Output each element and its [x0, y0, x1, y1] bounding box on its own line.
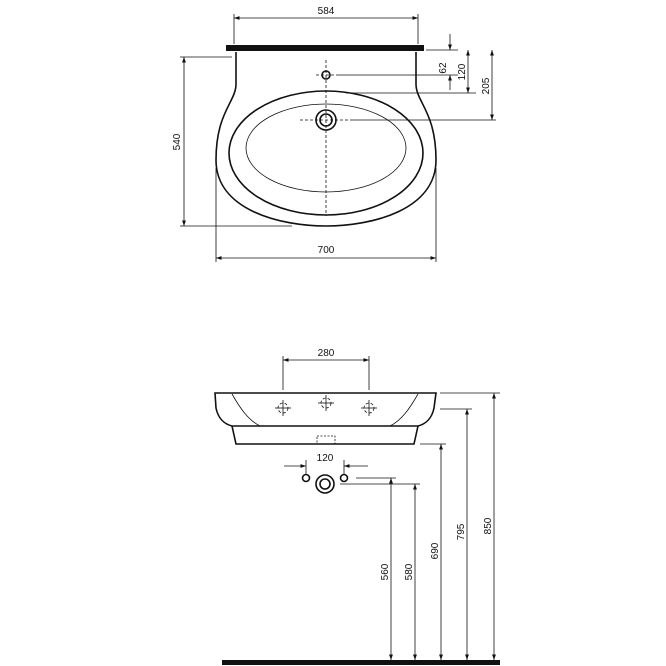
bowl-curve-right [389, 393, 419, 427]
dim-690-label: 690 [430, 542, 441, 559]
dim-560-label: 560 [380, 563, 391, 580]
tap-hole-right [361, 400, 377, 416]
supply-right [339, 473, 349, 483]
dim-540-label: 540 [172, 133, 183, 150]
dim-700-label: 700 [318, 245, 335, 256]
basin-outline [215, 52, 437, 227]
waste-outer [315, 474, 335, 494]
top-view: 584 540 700 62 120 205 [172, 6, 496, 262]
dim-205-label: 205 [481, 77, 492, 94]
dim-120-top-label: 120 [457, 63, 468, 80]
floor-line [222, 660, 500, 665]
dim-795-label: 795 [456, 523, 467, 540]
dim-120-bottom-label: 120 [317, 453, 334, 464]
dim-584-label: 584 [318, 6, 335, 17]
dim-280-label: 280 [318, 348, 335, 359]
drain-outlet [316, 435, 336, 445]
dim-62-label: 62 [438, 62, 449, 74]
tap-hole-left [275, 400, 291, 416]
front-view: 280 120 560 580 690 795 850 [214, 348, 500, 665]
supply-left [301, 473, 311, 483]
dim-580-label: 580 [404, 563, 415, 580]
bowl-curve-left [231, 393, 261, 427]
tap-hole-center [318, 395, 334, 411]
waste-inner [319, 478, 331, 490]
wall-plate [226, 45, 424, 51]
dim-850-label: 850 [483, 517, 494, 534]
basin-lower-body [231, 425, 419, 445]
